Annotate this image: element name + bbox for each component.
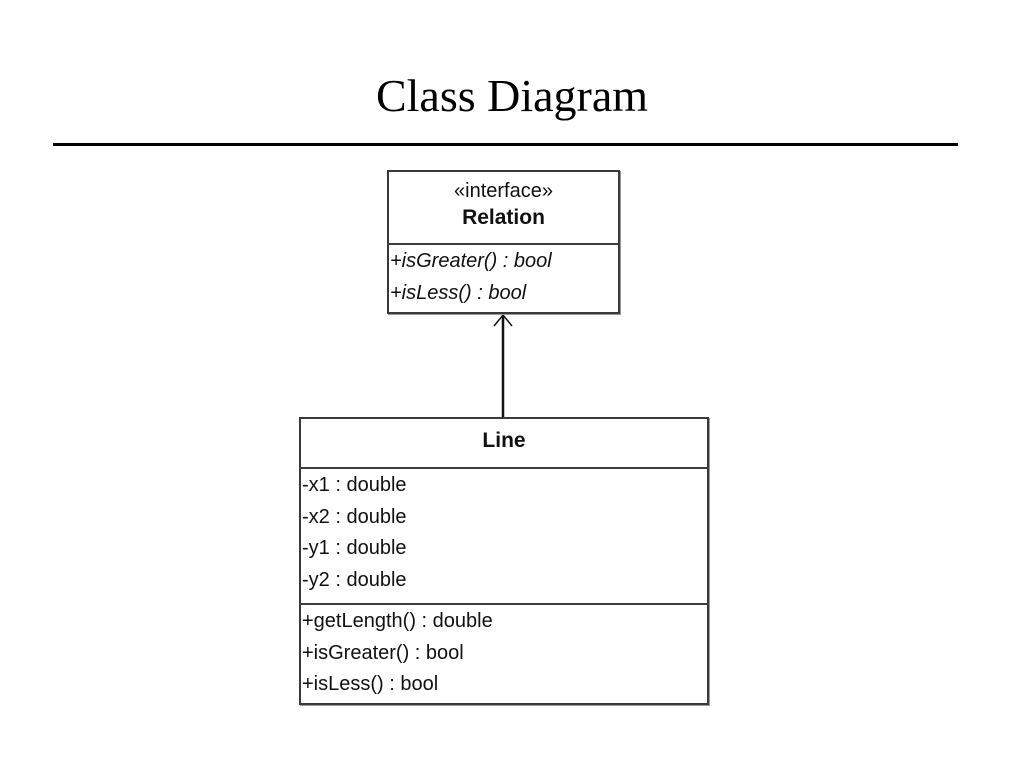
class-attribute: -x1 : double [302,474,407,496]
class-operation: +isGreater() : bool [302,641,464,664]
class-operation: +isLess() : bool [302,673,439,695]
interface-operations: +isGreater() : bool +isLess() : bool [389,245,618,309]
interface-name: Relation [462,206,545,229]
relation-interface-box[interactable]: «interface» Relation +isGreater() : bool… [387,170,620,314]
class-operations: +getLength() : double +isGreater() : boo… [301,603,707,701]
class-name: Line [482,429,526,452]
page-title: Class Diagram [375,70,649,121]
class-attribute: -x2 : double [302,505,407,528]
class-operation: +getLength() : double [302,610,493,632]
open-arrowhead-icon [493,313,513,327]
class-attribute: -y2 : double [302,568,407,591]
interface-operation: +isGreater() : bool [390,250,552,272]
class-attribute: -y1 : double [302,537,407,559]
line-class-box[interactable]: Line -x1 : double -x2 : double -y1 : dou… [299,417,709,705]
class-header: Line [301,419,707,469]
interface-operation: +isLess() : bool [390,281,527,304]
interface-header: «interface» Relation [389,172,618,245]
class-attributes: -x1 : double -x2 : double -y1 : double -… [301,469,707,603]
title-divider [53,143,958,146]
interface-stereotype: «interface» [454,180,553,202]
